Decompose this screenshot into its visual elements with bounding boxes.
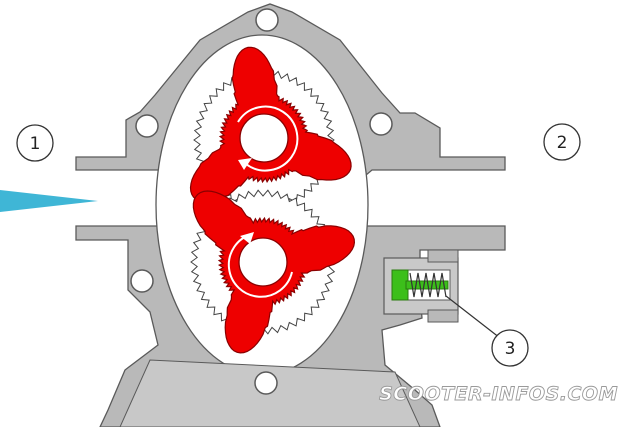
callout-1-circle — [16, 124, 54, 162]
rotation-arrow-lower-head — [240, 232, 254, 244]
callout-2-label: 2 — [557, 133, 568, 153]
valve-spring — [409, 272, 447, 298]
valve-cap-top — [427, 249, 459, 263]
rotation-arrow-lower — [227, 233, 293, 298]
bolt-hole-bottom — [254, 371, 278, 395]
rotation-arrows — [227, 105, 299, 298]
rotors — [189, 46, 356, 354]
callout-2-circle — [543, 123, 581, 161]
watermark-logo: SCOOTER-INFOS.COM — [379, 383, 618, 405]
callout-2: 2 — [543, 123, 581, 161]
callout-3-circle — [491, 329, 529, 367]
bolt-hole-left — [135, 114, 159, 138]
valve-cap-bottom — [427, 309, 459, 323]
rotation-arrow-upper — [237, 105, 299, 172]
callout-3: 3 — [491, 329, 529, 367]
rotor-upper-hub — [239, 113, 289, 163]
callout-1: 1 — [16, 124, 54, 162]
callout-3-leader — [445, 295, 501, 339]
inlet-arrow — [0, 190, 98, 212]
rotor-lower-hub — [238, 237, 288, 287]
callout-1-label: 1 — [30, 134, 41, 154]
rotation-arrow-upper-head — [238, 158, 252, 170]
relief-valve — [383, 249, 459, 323]
bolt-hole-top — [255, 8, 279, 32]
bolt-hole-lower-left — [130, 269, 154, 293]
bolt-hole-right — [369, 112, 393, 136]
callout-3-label: 3 — [505, 339, 516, 359]
